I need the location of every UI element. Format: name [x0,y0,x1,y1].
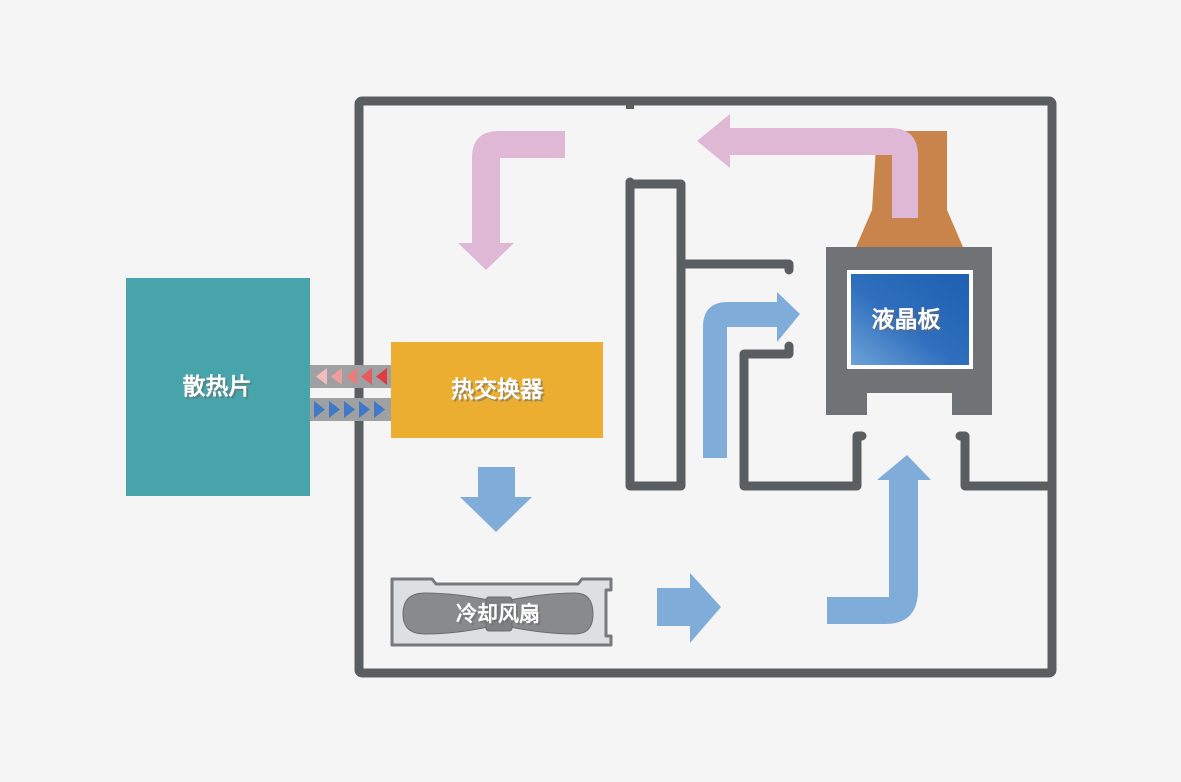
lcd-label: 液晶板 [872,306,942,333]
channel-lower-wall [739,341,867,491]
cooling-fan: 冷却风扇 冷却风扇 [390,577,613,647]
heat-exchanger-label: 热交换器 [451,376,544,403]
heat-exchanger: 热交换器 热交换器 [391,342,603,438]
cold-chevron-right-icon [314,401,325,418]
hot-air-exhaust-arrow [697,114,918,218]
hot-chevron-left-icon [316,368,327,385]
right-floor-wall [955,431,1055,491]
heatsink-label: 散热片 [183,374,252,400]
cold-chevron-right-icon [329,401,340,418]
cold-pipe-chevrons [314,401,385,418]
cool-air-fan-out-arrow [657,573,721,643]
coolant-pipes [310,365,392,421]
hot-pipe-chevrons [316,368,387,385]
heatsink-block [126,278,310,496]
cold-chevron-right-icon [344,401,355,418]
cooling-fan-label-shadow: 冷却风扇 [458,604,542,628]
enclosure-top-notch [626,104,634,109]
channel-walls [625,177,1055,491]
cool-air-side-arrow [703,292,800,458]
lcd-label-shadow: 液晶板 [874,308,944,335]
hot-chevron-left-icon [331,368,342,385]
fan-hub [485,596,513,632]
channel-wall-left [625,177,686,491]
channel-upper-shelf [676,259,794,275]
cold-chevron-right-icon [374,401,385,418]
heatsink-label-shadow: 散热片 [185,376,254,402]
hot-chevron-left-icon [346,368,357,385]
heatsink: 散热片 散热片 [126,278,310,496]
cool-air-down-arrow [460,467,532,532]
hot-chevron-left-icon [361,368,372,385]
cooling-fan-label: 冷却风扇 [456,602,540,626]
hot-air-return-arrow [458,131,565,270]
hot-chevron-left-icon [376,368,387,385]
heat-exchanger-block [391,342,603,438]
cold-chevron-right-icon [359,401,370,418]
heat-exchanger-label-shadow: 热交换器 [453,378,546,405]
cool-air-up-arrow [827,455,931,624]
lcd-panel: 液晶板 液晶板 [826,247,992,415]
lcd-screen [851,274,969,365]
